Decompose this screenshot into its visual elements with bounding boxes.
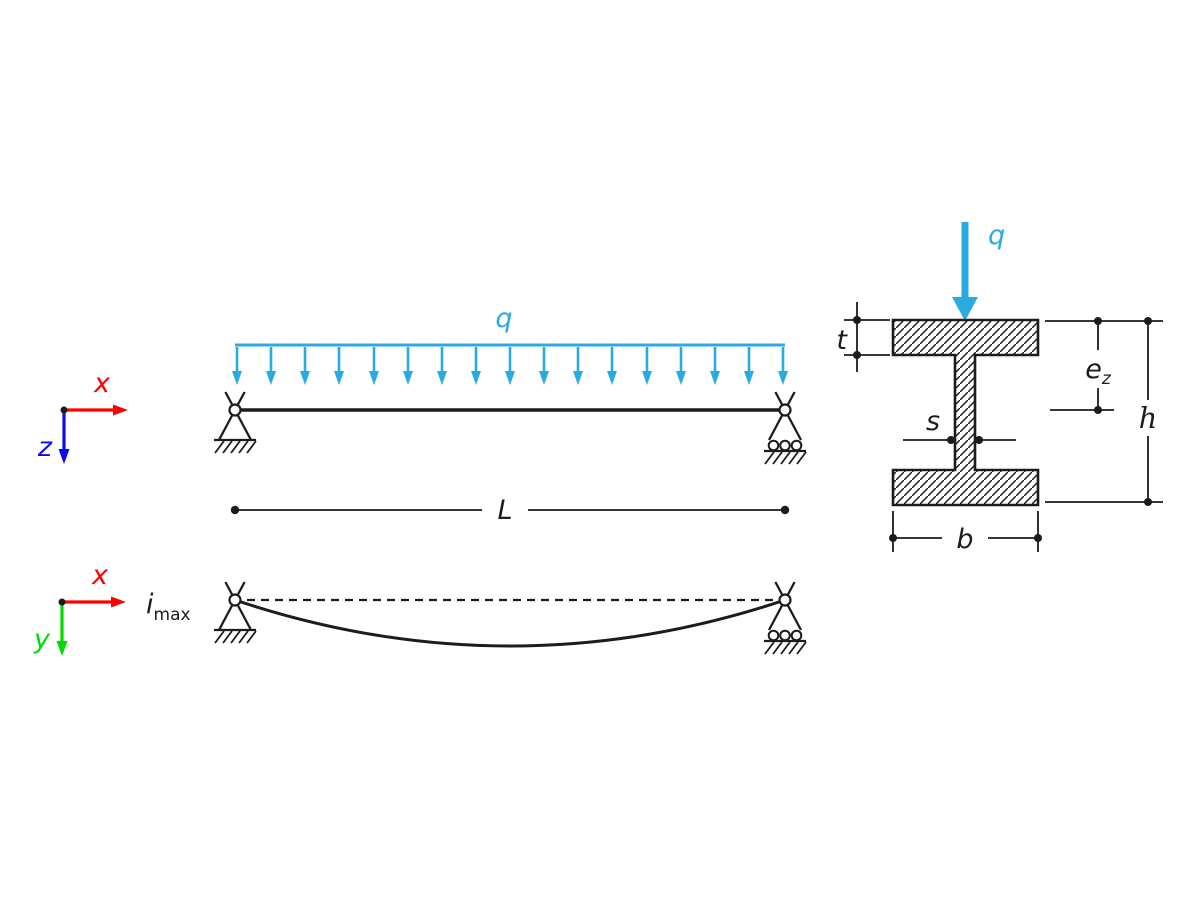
distributed-load-label: q: [495, 303, 512, 334]
section-load: q: [952, 220, 1005, 321]
deflection-curve: [234, 598, 786, 648]
flange-thickness-label: t: [836, 325, 848, 356]
dimension-dot: [947, 436, 955, 444]
section-load-label: q: [988, 220, 1005, 251]
dimension-height: h: [1045, 317, 1163, 506]
load-arrows: [230, 345, 790, 387]
web-thickness-label: s: [926, 406, 940, 437]
y-axis-label: y: [33, 624, 51, 655]
axes-xy: x y: [33, 560, 126, 656]
z-axis-label: z: [37, 432, 53, 463]
origin-dot: [58, 598, 66, 606]
dimension-dot: [1094, 317, 1102, 325]
dimension-flange-thickness: t: [836, 302, 890, 372]
dimension-span: L: [230, 495, 790, 526]
ez-label: ez: [1085, 354, 1112, 389]
x-axis-arrowhead-icon: [111, 596, 126, 608]
span-label: L: [497, 495, 512, 526]
pin-support-icon: [212, 580, 258, 645]
pin-support-icon: [212, 390, 258, 455]
beam-diagram: q L: [212, 303, 808, 526]
dimension-dot: [975, 436, 983, 444]
dimension-dot: [853, 351, 861, 359]
deflection-diagram: imax: [146, 580, 808, 656]
dimension-width: b: [889, 511, 1042, 555]
dimension-dot: [1094, 406, 1102, 414]
x-axis-arrowhead-icon: [113, 404, 128, 416]
dimension-web-thickness: s: [903, 406, 1016, 444]
axes-xz: x z: [37, 368, 128, 464]
width-label: b: [956, 524, 973, 555]
y-axis-arrowhead-icon: [56, 641, 68, 656]
height-label: h: [1139, 401, 1158, 435]
dimension-dot: [1034, 534, 1042, 542]
x-axis-label: x: [91, 560, 109, 591]
dimension-dot: [1144, 498, 1152, 506]
max-deflection-label: imax: [146, 589, 191, 625]
cross-section: q t s ez: [836, 220, 1163, 555]
i-section-outline: [891, 318, 1040, 507]
origin-dot: [60, 406, 68, 414]
dimension-dot: [889, 534, 897, 542]
roller-support-icon: [762, 390, 808, 466]
distributed-load: q: [230, 303, 790, 387]
z-axis-arrowhead-icon: [58, 449, 70, 464]
roller-support-icon: [762, 580, 808, 656]
dimension-dot: [1144, 317, 1152, 325]
dimension-ez: ez: [1045, 317, 1163, 414]
dimension-dot: [853, 316, 861, 324]
x-axis-label: x: [93, 368, 111, 399]
section-load-arrowhead-icon: [952, 297, 978, 321]
